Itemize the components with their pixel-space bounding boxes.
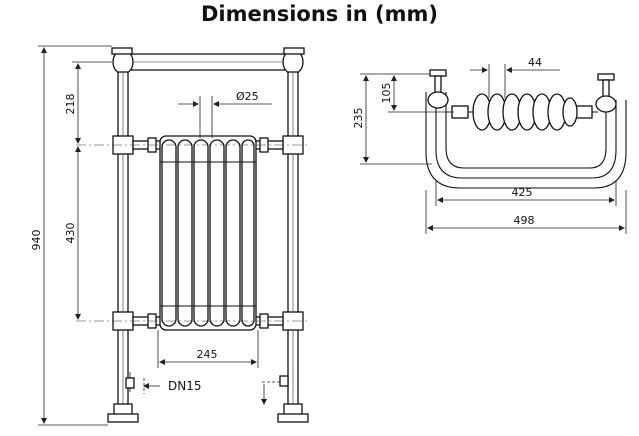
dim-425-label: 425 <box>512 186 533 199</box>
connection-arrows: DN15 <box>125 372 289 405</box>
dim-235-label: 235 <box>352 108 365 129</box>
dim-245: 245 <box>157 330 259 368</box>
dim-425: 425 <box>435 180 617 206</box>
dim-105-label: 105 <box>380 83 393 104</box>
u-rail <box>425 92 627 189</box>
dim-430-label: 430 <box>64 223 77 244</box>
top-view: 44 105 235 425 498 <box>352 56 627 234</box>
wall-brackets <box>427 69 617 113</box>
dim-218: 218 <box>64 61 112 144</box>
top-rail <box>111 47 305 75</box>
dim-430: 430 <box>64 146 81 320</box>
dim-498: 498 <box>425 190 627 234</box>
left-leg <box>107 71 139 423</box>
dim-218-label: 218 <box>64 94 77 115</box>
page-title: Dimensions in (mm) <box>200 2 438 26</box>
radiator-plan <box>446 93 598 131</box>
radiator-body <box>159 135 257 331</box>
dim-235: 235 <box>352 73 432 165</box>
dim-498-label: 498 <box>514 214 535 227</box>
dim-105: 105 <box>380 73 454 113</box>
dim-44-label: 44 <box>528 56 542 69</box>
dim-44: 44 <box>470 56 560 98</box>
dim-940: 940 <box>30 45 112 426</box>
dim-245-label: 245 <box>197 348 218 361</box>
dim-940-label: 940 <box>30 230 43 251</box>
front-view: 940 218 430 Ø25 245 <box>30 45 310 426</box>
right-leg <box>277 71 309 423</box>
dim-diameter-label: Ø25 <box>236 90 259 103</box>
dim-diameter: Ø25 <box>178 90 272 138</box>
connection-label: DN15 <box>168 379 202 393</box>
